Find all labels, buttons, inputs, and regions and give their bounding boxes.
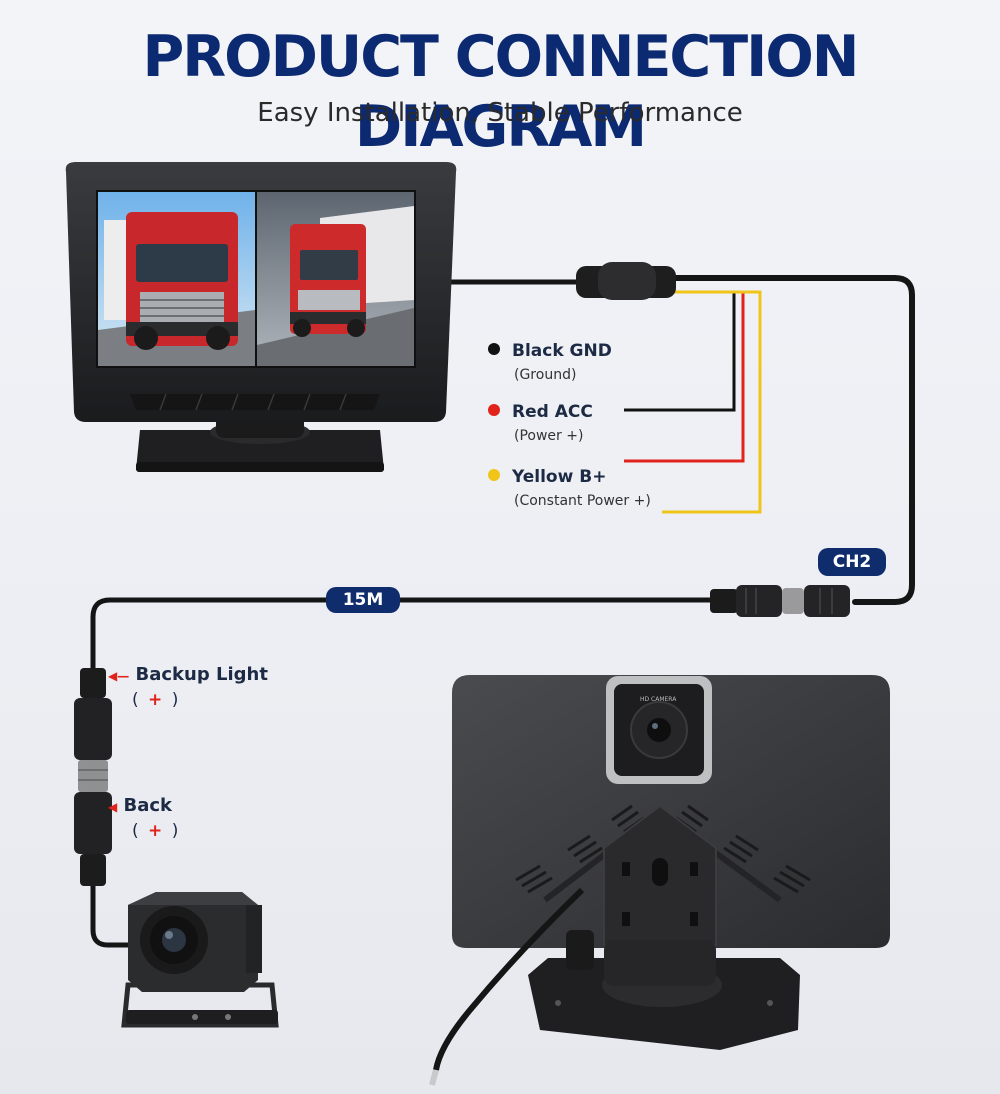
arrow-left-icon: ◀— — [108, 669, 130, 683]
yellow-dot-icon — [488, 469, 500, 481]
black-dot-icon — [488, 343, 500, 355]
ch2-badge: CH2 — [818, 548, 886, 576]
power-wires — [624, 290, 762, 514]
wire-legend-black: Black GND (Ground) — [488, 341, 612, 383]
monitor-front — [65, 162, 457, 472]
backup-light-label: Backup Light — [135, 664, 268, 685]
backup-light-polarity: ( + ) — [132, 690, 181, 710]
main-cable — [90, 275, 915, 948]
wire-label-yellow: Yellow B+ — [512, 467, 607, 487]
back-polarity: ( + ) — [132, 821, 181, 841]
wire-sub-red: (Power +) — [514, 428, 584, 444]
monitor-back — [429, 675, 890, 1086]
cable-splitter — [576, 262, 676, 300]
wire-label-red: Red ACC — [512, 402, 593, 422]
red-dot-icon — [488, 404, 500, 416]
wire-label-black: Black GND — [512, 341, 612, 361]
arrow-left-icon: ◀ — [108, 800, 118, 814]
backup-light-label-group: ◀— Backup Light ( + ) — [108, 664, 268, 710]
back-label-group: ◀ Back ( + ) — [108, 795, 180, 841]
wire-sub-black: (Ground) — [514, 367, 577, 383]
page-subtitle: Easy Installation, Stable Performance — [257, 98, 743, 128]
cable-length-badge: 15M — [326, 587, 400, 613]
rear-camera — [121, 892, 279, 1028]
wire-legend-yellow: Yellow B+ (Constant Power +) — [488, 467, 651, 509]
hd-camera-text: HD CAMERA — [640, 696, 677, 703]
page-title: PRODUCT CONNECTION DIAGRAM — [142, 24, 860, 160]
back-label: Back — [123, 795, 173, 816]
wire-sub-yellow: (Constant Power +) — [514, 493, 651, 509]
camera-connector-stack — [74, 668, 112, 886]
ch2-connector — [710, 585, 850, 617]
wire-legend-red: Red ACC (Power +) — [488, 402, 593, 444]
